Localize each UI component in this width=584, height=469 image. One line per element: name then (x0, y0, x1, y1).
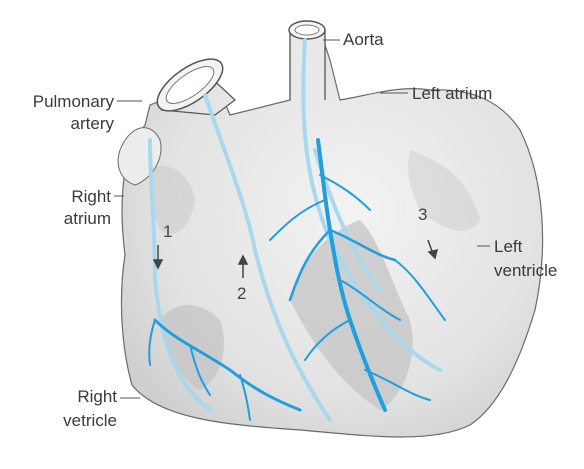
label-left-ventricle-1: Left (494, 236, 522, 257)
label-right-ventricle-2: vetricle (6, 410, 117, 431)
label-right-ventricle-1: Right (6, 386, 117, 407)
marker-3: 3 (418, 205, 427, 225)
aorta-vessel (289, 21, 325, 100)
label-left-ventricle-2: ventricle (494, 260, 557, 281)
marker-2: 2 (237, 284, 246, 304)
marker-1: 1 (163, 222, 172, 242)
label-aorta: Aorta (343, 29, 384, 50)
label-left-atrium: Left atrium (412, 83, 492, 104)
pulmonary-artery-vessel (149, 49, 235, 120)
label-right-atrium-2: atrium (6, 208, 111, 229)
label-pulmonary-artery-2: artery (6, 113, 114, 134)
label-pulmonary-artery-1: Pulmonary (6, 91, 114, 112)
label-right-atrium-1: Right (6, 186, 111, 207)
